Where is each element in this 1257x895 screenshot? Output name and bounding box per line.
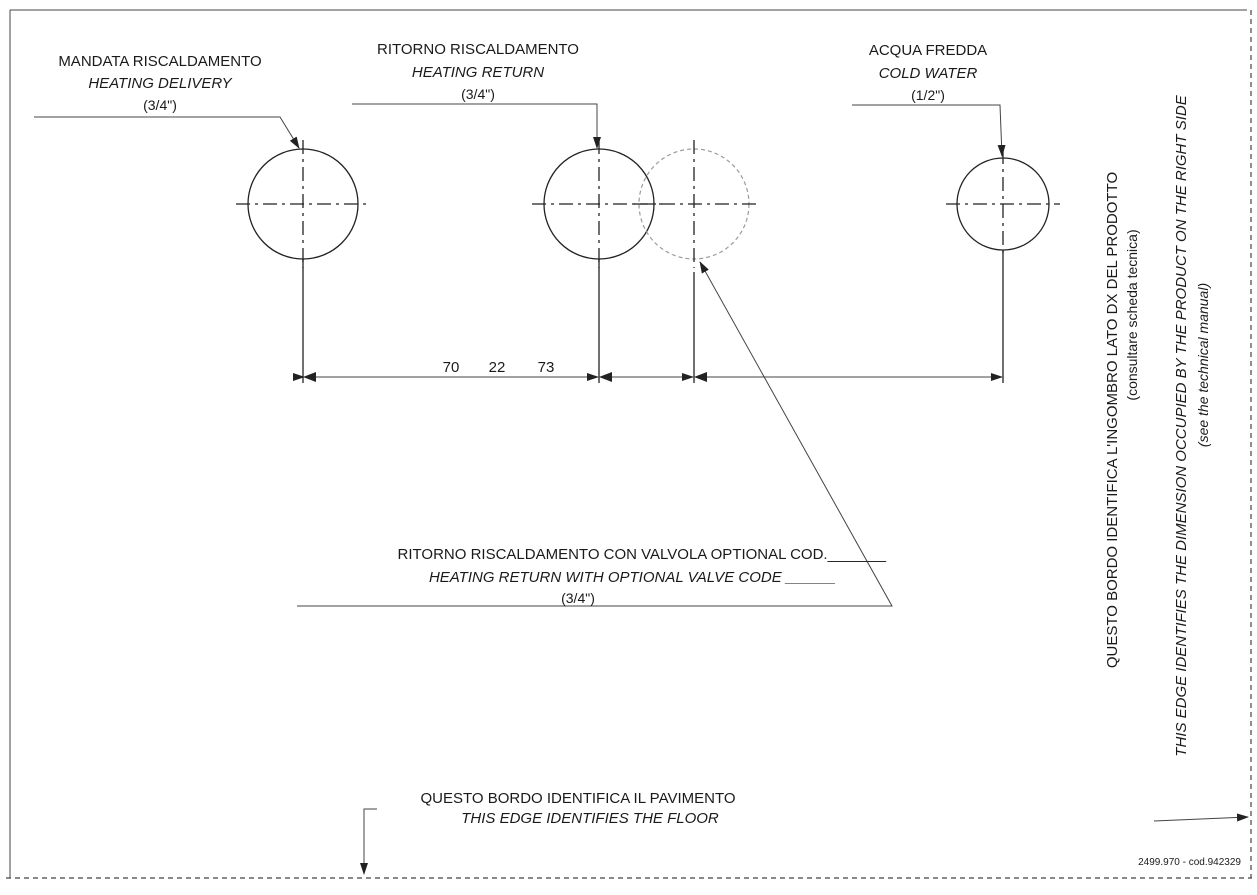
optional-valve-label: RITORNO RISCALDAMENTO CON VALVOLA OPTION…	[398, 546, 887, 606]
heating-delivery-size: (3/4")	[143, 97, 177, 113]
floor-edge-en: THIS EDGE IDENTIFIES THE FLOOR	[461, 810, 719, 827]
right-edge-label: QUESTO BORDO IDENTIFICA L'INGOMBRO LATO …	[1104, 94, 1211, 756]
dimension-22: 22	[489, 359, 506, 376]
heating-delivery-label: MANDATA RISCALDAMENTO HEATING DELIVERY (…	[58, 53, 261, 113]
optional-valve-it: RITORNO RISCALDAMENTO CON VALVOLA OPTION…	[398, 546, 887, 563]
cold-water-size: (1/2")	[911, 87, 945, 103]
heating-return-size: (3/4")	[461, 86, 495, 102]
optional-valve-en: HEATING RETURN WITH OPTIONAL VALVE CODE …	[429, 569, 836, 586]
dimension-values: 70 22 73	[443, 359, 555, 376]
heating-return-label: RITORNO RISCALDAMENTO HEATING RETURN (3/…	[377, 41, 579, 102]
heating-return-en: HEATING RETURN	[412, 64, 544, 81]
cold-water-it: ACQUA FREDDA	[869, 42, 987, 59]
optional-valve-size: (3/4")	[561, 590, 595, 606]
dimension-lines	[293, 372, 1003, 382]
right-edge-en: THIS EDGE IDENTIFIES THE DIMENSION OCCUP…	[1173, 94, 1190, 756]
floor-edge-label: QUESTO BORDO IDENTIFICA IL PAVIMENTO THI…	[420, 790, 735, 827]
floor-edge-it: QUESTO BORDO IDENTIFICA IL PAVIMENTO	[420, 790, 735, 807]
cold-water-label: ACQUA FREDDA COLD WATER (1/2")	[869, 42, 987, 103]
dimension-70: 70	[443, 359, 460, 376]
dimension-73: 73	[538, 359, 555, 376]
leader-lines	[34, 103, 1249, 875]
extension-lines	[302, 250, 1004, 383]
cold-water-en: COLD WATER	[879, 65, 978, 82]
drawing-code: 2499.970 - cod.942329	[1138, 857, 1241, 868]
right-edge-it-note: (consultare scheda tecnica)	[1124, 229, 1140, 400]
right-edge-en-note: (see the technical manual)	[1195, 283, 1211, 447]
right-edge-it: QUESTO BORDO IDENTIFICA L'INGOMBRO LATO …	[1104, 172, 1121, 668]
centerlines	[236, 140, 1060, 268]
heating-delivery-it: MANDATA RISCALDAMENTO	[58, 53, 261, 70]
heating-return-it: RITORNO RISCALDAMENTO	[377, 41, 579, 58]
heating-delivery-en: HEATING DELIVERY	[88, 75, 232, 92]
